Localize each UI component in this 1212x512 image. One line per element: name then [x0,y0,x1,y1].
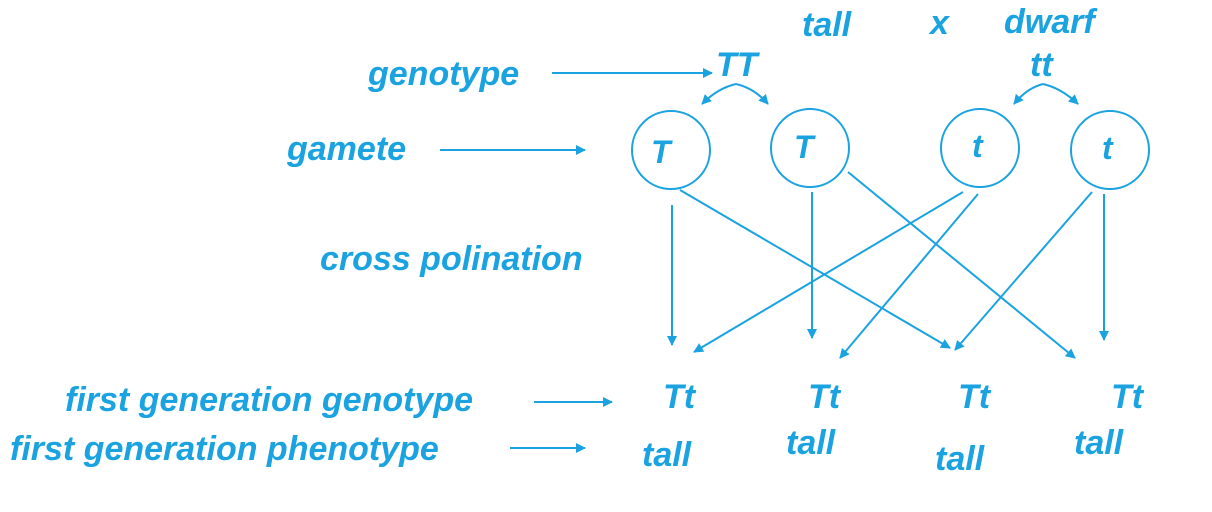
gamete-circle-1 [631,110,711,190]
gamete-letter-2: T [794,129,814,165]
gamete-circle-2 [770,108,850,188]
gamete-letter-1: T [651,134,671,170]
tall-parent-label: tall [802,6,852,44]
cross-arrow-T2-to-Tt4 [847,171,1076,359]
offspring-genotype-3: Tt [958,378,991,416]
first-gen-phenotype-label: first generation phenotype [10,430,439,468]
dwarf-split-right-arrow [1042,83,1079,105]
cross-arrow-T1-to-Tt3 [679,189,951,349]
offspring-phenotype-1: tall [642,436,692,474]
first-gen-genotype-label: first generation genotype [65,381,474,419]
offspring-phenotype-4: tall [1074,424,1124,462]
tall-parent-genotype: TT [716,46,758,84]
cross-arrow-t2-to-Tt3 [954,191,1093,351]
offspring-genotype-1: Tt [663,378,696,416]
gamete-letter-4: t [1102,130,1113,166]
dwarf-parent-label: dwarf [1004,3,1095,41]
offspring-genotype-4: Tt [1111,378,1144,416]
offspring-phenotype-2: tall [786,424,836,462]
dwarf-split-left-arrow [1013,83,1044,105]
cross-arrow-t1-to-Tt1 [693,191,964,353]
offspring-phenotype-3: tall [935,440,985,478]
offspring-genotype-2: Tt [808,378,841,416]
cross-arrow-t1-to-Tt2 [839,193,979,359]
gamete-circle-4 [1070,110,1150,190]
gamete-label: gamete [287,130,407,168]
cross-pollination-label: cross polination [320,240,583,278]
gamete-letter-3: t [972,128,983,164]
tall-split-left-arrow [701,83,737,105]
cross-symbol: x [930,4,949,42]
genotype-label: genotype [368,55,520,93]
gamete-circle-3 [940,108,1020,188]
tall-split-right-arrow [735,83,769,105]
dwarf-parent-genotype: tt [1030,46,1053,84]
